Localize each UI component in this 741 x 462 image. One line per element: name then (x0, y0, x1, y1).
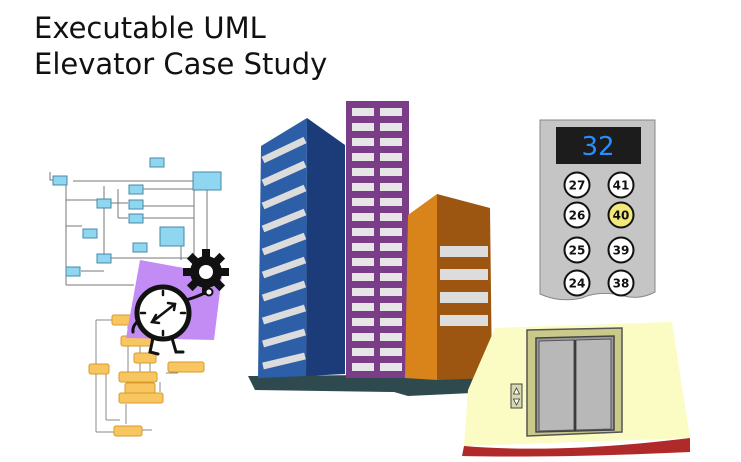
floor-button-ring[interactable] (563, 236, 591, 264)
skyscrapers-icon (248, 101, 496, 396)
floor-button-label: 41 (613, 179, 630, 193)
call-button-icon (510, 383, 523, 409)
clock-character-icon (131, 284, 214, 356)
title-line-1: Executable UML (34, 11, 266, 45)
floor-button-40[interactable]: 40 (607, 201, 635, 229)
floor-button-ring[interactable] (563, 269, 591, 297)
purple-tower-windows (352, 108, 402, 371)
floor-buttons: 27 41 26 40 25 39 24 38 (563, 171, 635, 297)
floor-button-ring[interactable] (607, 201, 635, 229)
floor-button-41[interactable]: 41 (607, 171, 635, 199)
floor-display-number: 32 (581, 132, 614, 162)
floor-button-label: 39 (613, 244, 630, 258)
floor-button-label: 24 (569, 277, 586, 291)
floor-button-ring[interactable] (563, 171, 591, 199)
floor-button-24[interactable]: 24 (563, 269, 591, 297)
floor-button-38[interactable]: 38 (607, 269, 635, 297)
floor-button-39[interactable]: 39 (607, 236, 635, 264)
gear-icon (183, 249, 229, 295)
floor-button-label: 38 (613, 277, 630, 291)
floor-button-ring[interactable] (607, 269, 635, 297)
title-line-2: Elevator Case Study (34, 47, 328, 81)
floor-button-ring[interactable] (607, 236, 635, 264)
elevator-doors-icon (462, 322, 690, 457)
floor-button-ring[interactable] (607, 171, 635, 199)
class-boxes (52, 157, 222, 277)
floor-button-27[interactable]: 27 (563, 171, 591, 199)
floor-button-label: 26 (569, 209, 586, 223)
floor-button-26[interactable]: 26 (563, 201, 591, 229)
floor-button-25[interactable]: 25 (563, 236, 591, 264)
floor-button-ring[interactable] (563, 201, 591, 229)
floor-button-label: 27 (569, 179, 586, 193)
class-diagram-icon (49, 172, 208, 286)
floor-button-label: 40 (613, 209, 630, 223)
state-boxes (88, 314, 205, 437)
floor-display (556, 127, 641, 164)
floor-button-label: 25 (569, 244, 586, 258)
